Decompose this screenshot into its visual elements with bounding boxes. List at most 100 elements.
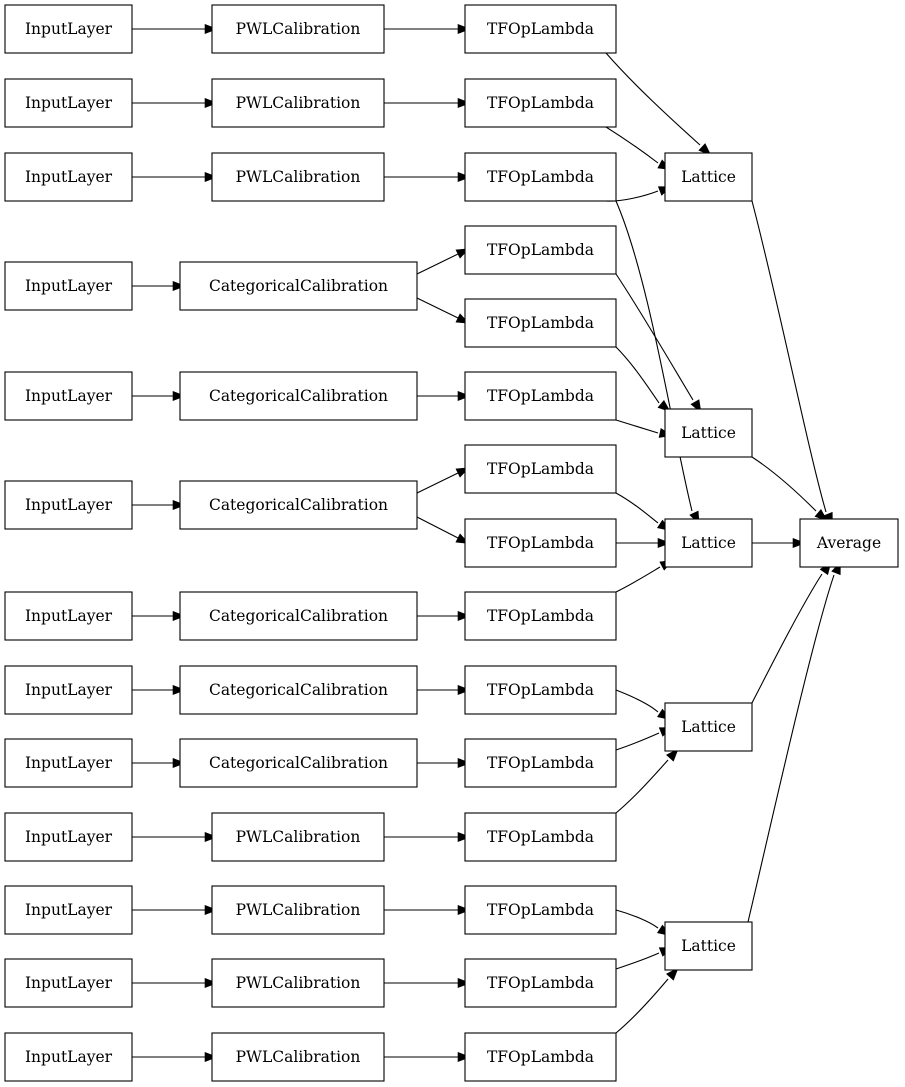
node-box[interactable] bbox=[4, 812, 133, 862]
node-box[interactable] bbox=[211, 958, 385, 1008]
node-box[interactable] bbox=[799, 518, 899, 568]
node-in9[interactable]: InputLayer bbox=[4, 738, 133, 788]
node-box[interactable] bbox=[464, 1032, 617, 1082]
node-box[interactable] bbox=[464, 78, 617, 128]
node-cal1[interactable]: PWLCalibration bbox=[211, 4, 385, 54]
node-box[interactable] bbox=[464, 225, 617, 275]
node-cal7[interactable]: CategoricalCalibration bbox=[179, 591, 418, 641]
node-cal5[interactable]: CategoricalCalibration bbox=[179, 371, 418, 421]
node-op12[interactable]: TFOpLambda bbox=[464, 812, 617, 862]
node-op7[interactable]: TFOpLambda bbox=[464, 444, 617, 494]
node-lat1[interactable]: Lattice bbox=[664, 152, 753, 202]
node-lat2[interactable]: Lattice bbox=[664, 408, 753, 458]
node-box[interactable] bbox=[4, 78, 133, 128]
node-box[interactable] bbox=[464, 591, 617, 641]
node-in11[interactable]: InputLayer bbox=[4, 885, 133, 935]
node-op10[interactable]: TFOpLambda bbox=[464, 665, 617, 715]
node-box[interactable] bbox=[664, 702, 753, 752]
node-box[interactable] bbox=[4, 152, 133, 202]
node-box[interactable] bbox=[464, 518, 617, 568]
node-op1[interactable]: TFOpLambda bbox=[464, 4, 617, 54]
node-cal10[interactable]: PWLCalibration bbox=[211, 812, 385, 862]
node-cal12[interactable]: PWLCalibration bbox=[211, 958, 385, 1008]
node-box[interactable] bbox=[179, 665, 418, 715]
node-box[interactable] bbox=[4, 1032, 133, 1082]
node-label: CategoricalCalibration bbox=[209, 607, 388, 625]
node-box[interactable] bbox=[464, 4, 617, 54]
node-in5[interactable]: InputLayer bbox=[4, 371, 133, 421]
node-op14[interactable]: TFOpLambda bbox=[464, 958, 617, 1008]
node-box[interactable] bbox=[664, 408, 753, 458]
node-cal3[interactable]: PWLCalibration bbox=[211, 152, 385, 202]
node-cal8[interactable]: CategoricalCalibration bbox=[179, 665, 418, 715]
node-box[interactable] bbox=[4, 738, 133, 788]
node-box[interactable] bbox=[4, 885, 133, 935]
node-box[interactable] bbox=[464, 812, 617, 862]
node-box[interactable] bbox=[211, 78, 385, 128]
node-box[interactable] bbox=[179, 371, 418, 421]
node-box[interactable] bbox=[464, 152, 617, 202]
node-box[interactable] bbox=[4, 4, 133, 54]
node-cal11[interactable]: PWLCalibration bbox=[211, 885, 385, 935]
node-box[interactable] bbox=[179, 591, 418, 641]
node-lat3[interactable]: Lattice bbox=[664, 518, 753, 568]
node-op8[interactable]: TFOpLambda bbox=[464, 518, 617, 568]
node-box[interactable] bbox=[211, 885, 385, 935]
node-in8[interactable]: InputLayer bbox=[4, 665, 133, 715]
node-box[interactable] bbox=[464, 371, 617, 421]
node-box[interactable] bbox=[211, 152, 385, 202]
node-label: CategoricalCalibration bbox=[209, 754, 388, 772]
node-cal6[interactable]: CategoricalCalibration bbox=[179, 480, 418, 530]
node-op9[interactable]: TFOpLambda bbox=[464, 591, 617, 641]
node-label: TFOpLambda bbox=[487, 901, 594, 919]
node-in10[interactable]: InputLayer bbox=[4, 812, 133, 862]
node-cal13[interactable]: PWLCalibration bbox=[211, 1032, 385, 1082]
node-avg[interactable]: Average bbox=[799, 518, 899, 568]
node-box[interactable] bbox=[464, 885, 617, 935]
node-box[interactable] bbox=[211, 1032, 385, 1082]
node-in12[interactable]: InputLayer bbox=[4, 958, 133, 1008]
node-box[interactable] bbox=[4, 958, 133, 1008]
node-box[interactable] bbox=[179, 480, 418, 530]
node-op2[interactable]: TFOpLambda bbox=[464, 78, 617, 128]
node-op5[interactable]: TFOpLambda bbox=[464, 298, 617, 348]
edge-op6-to-lat2 bbox=[615, 419, 659, 434]
node-op3[interactable]: TFOpLambda bbox=[464, 152, 617, 202]
node-op11[interactable]: TFOpLambda bbox=[464, 738, 617, 788]
node-box[interactable] bbox=[179, 738, 418, 788]
node-in13[interactable]: InputLayer bbox=[4, 1032, 133, 1082]
node-lat5[interactable]: Lattice bbox=[664, 921, 753, 971]
node-box[interactable] bbox=[464, 665, 617, 715]
node-box[interactable] bbox=[4, 665, 133, 715]
node-in4[interactable]: InputLayer bbox=[4, 261, 133, 311]
node-box[interactable] bbox=[4, 591, 133, 641]
node-box[interactable] bbox=[211, 812, 385, 862]
node-label: TFOpLambda bbox=[487, 607, 594, 625]
node-box[interactable] bbox=[4, 480, 133, 530]
node-cal4[interactable]: CategoricalCalibration bbox=[179, 261, 418, 311]
node-box[interactable] bbox=[464, 298, 617, 348]
node-in3[interactable]: InputLayer bbox=[4, 152, 133, 202]
node-in1[interactable]: InputLayer bbox=[4, 4, 133, 54]
node-op6[interactable]: TFOpLambda bbox=[464, 371, 617, 421]
node-op4[interactable]: TFOpLambda bbox=[464, 225, 617, 275]
node-box[interactable] bbox=[464, 444, 617, 494]
node-box[interactable] bbox=[211, 4, 385, 54]
node-box[interactable] bbox=[4, 261, 133, 311]
node-in6[interactable]: InputLayer bbox=[4, 480, 133, 530]
node-box[interactable] bbox=[464, 958, 617, 1008]
node-box[interactable] bbox=[664, 518, 753, 568]
node-cal9[interactable]: CategoricalCalibration bbox=[179, 738, 418, 788]
node-box[interactable] bbox=[664, 921, 753, 971]
node-op13[interactable]: TFOpLambda bbox=[464, 885, 617, 935]
node-box[interactable] bbox=[664, 152, 753, 202]
node-op15[interactable]: TFOpLambda bbox=[464, 1032, 617, 1082]
node-box[interactable] bbox=[464, 738, 617, 788]
node-in2[interactable]: InputLayer bbox=[4, 78, 133, 128]
node-cal2[interactable]: PWLCalibration bbox=[211, 78, 385, 128]
edge-lat5-to-avg bbox=[747, 574, 835, 923]
node-box[interactable] bbox=[4, 371, 133, 421]
node-box[interactable] bbox=[179, 261, 418, 311]
node-in7[interactable]: InputLayer bbox=[4, 591, 133, 641]
node-lat4[interactable]: Lattice bbox=[664, 702, 753, 752]
